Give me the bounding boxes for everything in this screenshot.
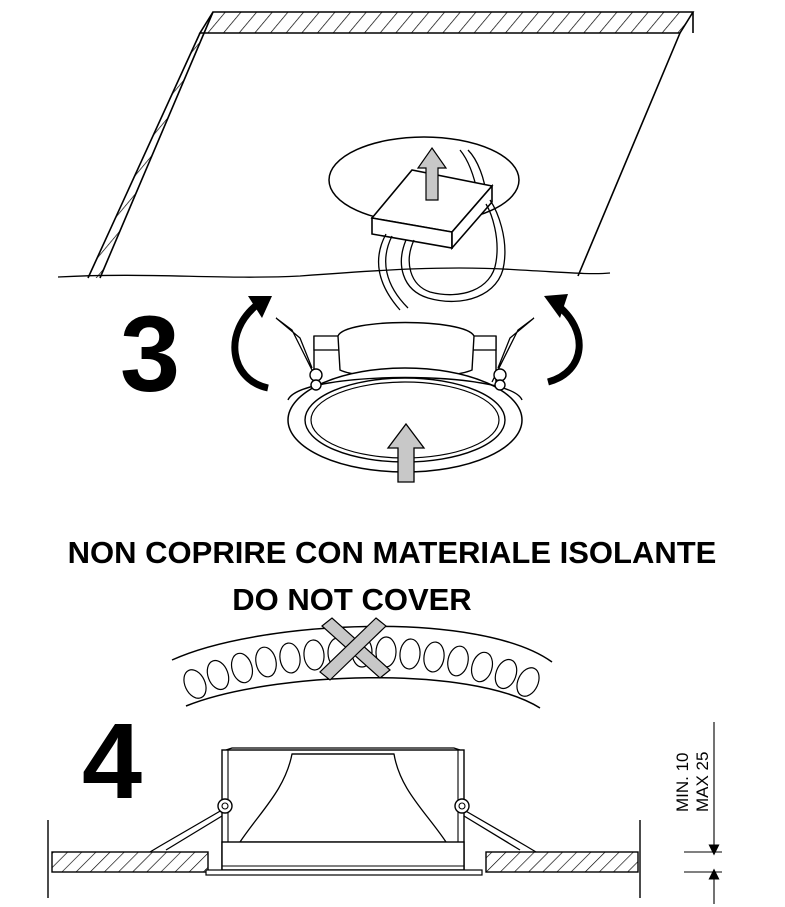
downlight-side-view bbox=[149, 747, 537, 876]
led-driver bbox=[370, 149, 506, 311]
curved-arrow-right-icon bbox=[544, 294, 583, 386]
warning-text-en: DO NOT COVER bbox=[232, 582, 471, 617]
thickness-dimension: MIN. 10 MAX 25 bbox=[673, 722, 722, 904]
step-number-4: 4 bbox=[82, 700, 142, 821]
downlight-fixture bbox=[275, 317, 535, 473]
cross-icon bbox=[319, 617, 391, 681]
dimension-max-label: MAX 25 bbox=[693, 752, 712, 812]
step-3-panel: 3 bbox=[57, 11, 695, 483]
step-4-panel: 4 bbox=[47, 700, 722, 904]
up-arrow-icon bbox=[416, 146, 448, 201]
step-number-3: 3 bbox=[120, 293, 180, 414]
ceiling-section bbox=[47, 820, 641, 898]
warning-text-it: NON COPRIRE CON MATERIALE ISOLANTE bbox=[68, 535, 717, 570]
curved-arrow-left-icon bbox=[231, 296, 272, 392]
ceiling-slab bbox=[57, 11, 695, 279]
up-arrow-icon bbox=[386, 422, 426, 483]
dimension-min-label: MIN. 10 bbox=[673, 752, 692, 812]
